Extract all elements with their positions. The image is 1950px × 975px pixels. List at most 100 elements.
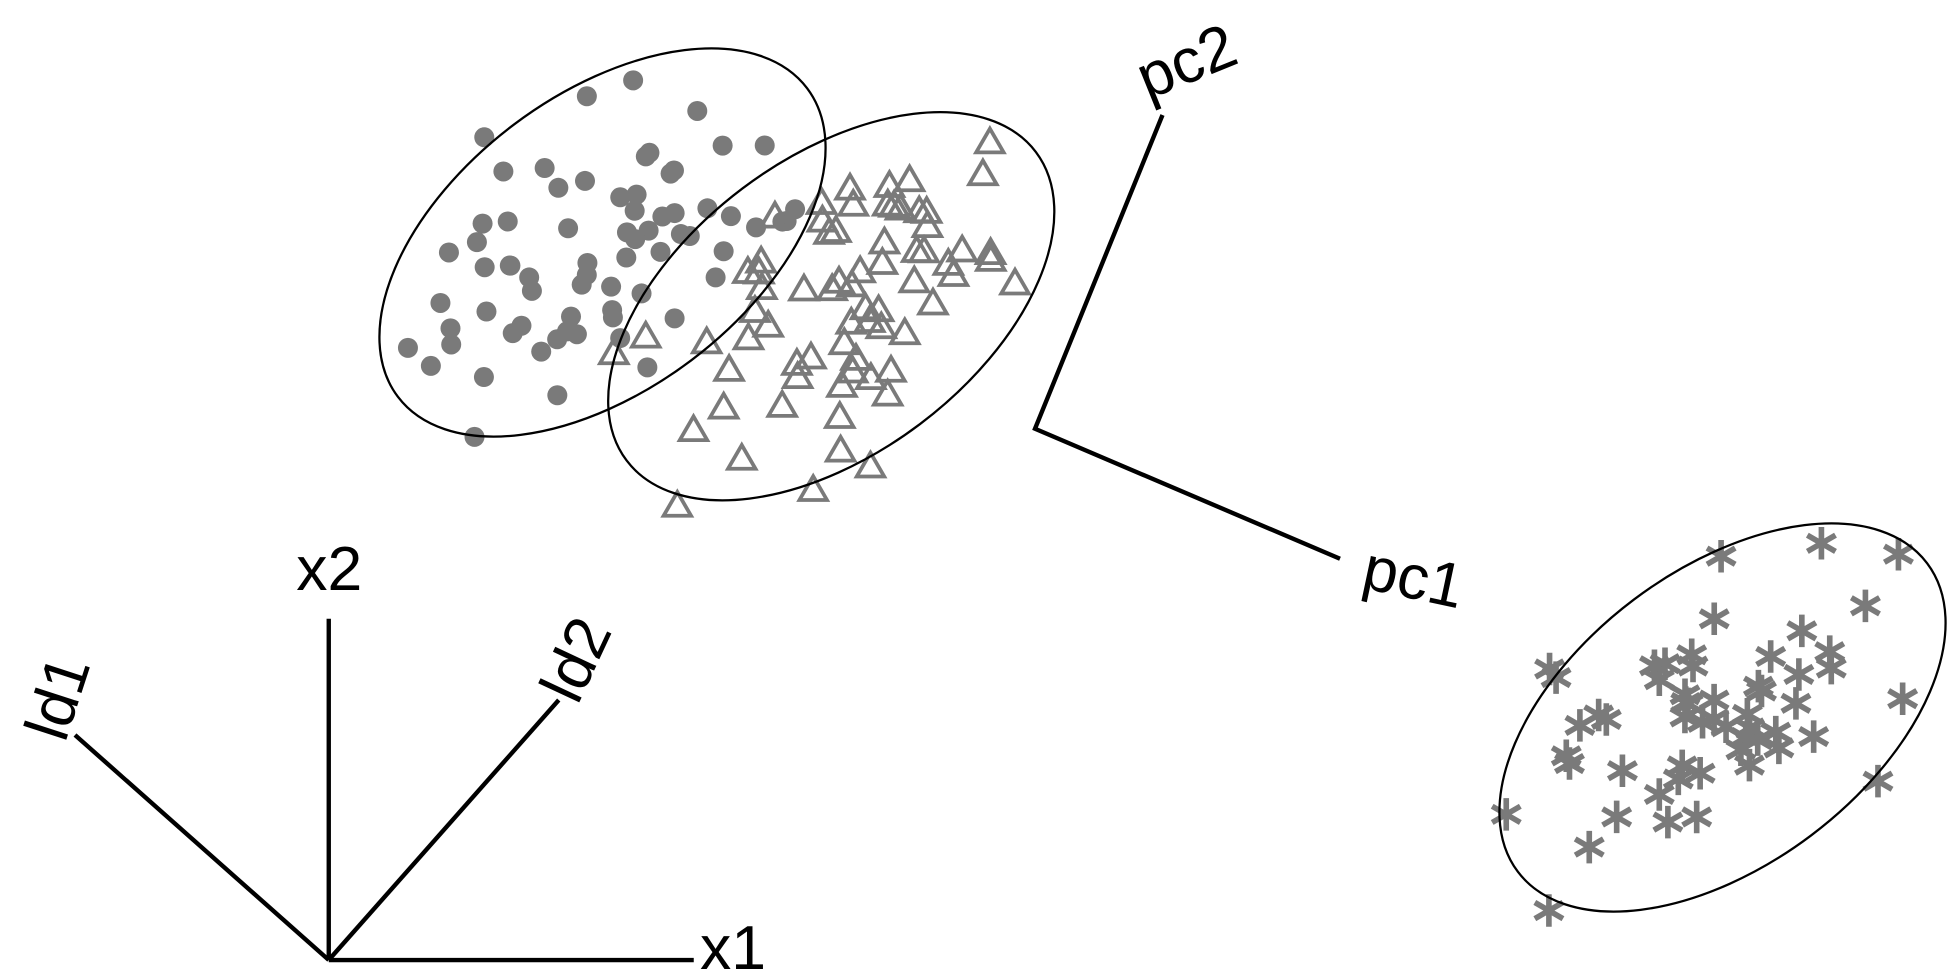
class-b-point xyxy=(973,235,1008,266)
pc-axes xyxy=(1032,114,1341,561)
class-a-point xyxy=(521,280,542,301)
class-b-point xyxy=(827,325,862,356)
class-b-point xyxy=(887,315,922,346)
class-c-point xyxy=(1742,723,1774,756)
class-b-point xyxy=(864,309,899,340)
class-b-point xyxy=(836,187,871,217)
class-c-point xyxy=(1814,635,1846,668)
class-c-point xyxy=(1601,800,1633,834)
class-a-point xyxy=(534,158,555,179)
class-a-point xyxy=(616,247,637,268)
class-c-point xyxy=(1798,720,1830,753)
class-b-point xyxy=(706,390,741,420)
class-a-ellipse xyxy=(378,47,827,438)
class-a-point xyxy=(664,308,685,329)
class-a-point xyxy=(558,218,579,239)
class-b-point xyxy=(907,233,942,264)
class-c-point xyxy=(1643,778,1675,811)
class-a-point xyxy=(571,274,592,295)
class-c-point xyxy=(1783,658,1815,691)
class-a-point xyxy=(746,217,767,238)
class-c-point xyxy=(1705,539,1737,573)
class-b-point xyxy=(835,353,870,384)
class-c-point xyxy=(1805,527,1837,560)
class-b-point xyxy=(824,368,859,398)
x1-label: x1 xyxy=(700,913,766,975)
class-c-point xyxy=(1662,762,1694,796)
class-b-point xyxy=(765,388,800,418)
class-a-point xyxy=(420,355,441,376)
class-c-point xyxy=(1887,682,1919,715)
class-b-point xyxy=(712,352,747,382)
class-b-point xyxy=(793,340,828,370)
class-b-point xyxy=(724,441,759,471)
class-c-point xyxy=(1606,754,1638,787)
class-a-point xyxy=(464,426,485,447)
class-c-point xyxy=(1763,731,1795,765)
class-c-point xyxy=(1849,589,1881,623)
class-b-point xyxy=(786,272,821,302)
class-b-point xyxy=(870,377,905,407)
class-a-point xyxy=(502,323,523,344)
class-c-point xyxy=(1687,706,1719,739)
class-a-point xyxy=(574,170,595,191)
class-a-point xyxy=(547,385,568,406)
class-b-point xyxy=(973,242,1008,272)
class-a-point xyxy=(754,135,775,156)
class-c-point xyxy=(1786,614,1818,648)
class-b-point xyxy=(883,191,918,221)
class-b-point xyxy=(628,319,663,349)
class-b-point xyxy=(818,213,853,243)
class-a-point xyxy=(687,100,708,121)
class-c-point xyxy=(1684,756,1716,790)
class-a-point xyxy=(476,301,497,322)
ld1-axis xyxy=(73,733,331,962)
class-b-point xyxy=(822,399,857,429)
class-c-point xyxy=(1672,687,1704,721)
class-a-point xyxy=(637,357,658,378)
class-b-point xyxy=(997,266,1032,296)
class-b-point xyxy=(865,245,900,275)
class-b-ellipse xyxy=(607,111,1056,502)
class-a-point xyxy=(650,241,671,262)
class-c-point xyxy=(1533,894,1565,927)
class-a-point xyxy=(705,267,726,288)
class-a-point xyxy=(466,232,487,253)
class-a-point xyxy=(474,127,495,148)
ld2-label: ld2 xyxy=(527,607,626,712)
class-b-point xyxy=(779,346,814,376)
class-a-point xyxy=(623,70,644,91)
x2-label: x2 xyxy=(296,534,362,604)
class-c-point xyxy=(1733,748,1765,782)
class-a-point xyxy=(473,367,494,388)
ld1-label: ld1 xyxy=(12,647,104,748)
class-a-point xyxy=(712,135,733,156)
class-b-point xyxy=(861,292,896,323)
class-c-point xyxy=(1490,798,1522,831)
class-c-point xyxy=(1862,764,1894,798)
class-a-point xyxy=(624,200,645,221)
class-c-point xyxy=(1550,739,1582,773)
pc1-label: pc1 xyxy=(1357,533,1470,622)
class-c-point xyxy=(1564,709,1596,742)
class-b-point xyxy=(838,341,874,371)
class-b-point xyxy=(689,324,724,355)
class-c-point xyxy=(1882,537,1914,571)
class-a-point xyxy=(472,213,493,234)
class-a-point xyxy=(610,187,631,208)
class-a-point xyxy=(625,229,646,250)
class-b-point xyxy=(834,267,869,298)
class-b-point xyxy=(965,156,1000,187)
class-a-point xyxy=(440,318,461,339)
class-a-point xyxy=(531,341,552,362)
pc2-label: pc2 xyxy=(1127,10,1247,113)
class-a-point xyxy=(441,334,462,355)
class-c-point xyxy=(1742,669,1774,703)
class-b-point xyxy=(915,286,950,316)
class-a-point xyxy=(713,241,734,262)
ld2-axis xyxy=(327,698,561,962)
class-a-point xyxy=(635,146,656,167)
class-c-point xyxy=(1652,805,1684,839)
class-c-point xyxy=(1681,800,1713,834)
